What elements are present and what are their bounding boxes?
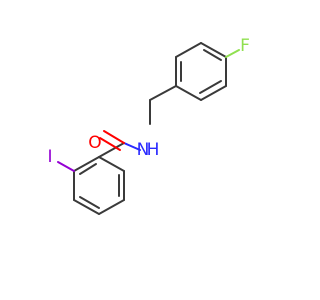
bond-ring-a-1 xyxy=(200,42,227,58)
bond-ring-a-double-3 xyxy=(203,49,222,61)
bond-ring-b-double-2 xyxy=(79,196,100,209)
bond-carbonyl-carbon-ring xyxy=(98,142,125,158)
atom-label-nitrogen: N xyxy=(137,140,150,160)
molecule-structure-diagram: F H N O I xyxy=(47,36,250,215)
bond-c-i xyxy=(57,161,75,172)
bond-c-f xyxy=(225,49,240,58)
bond-ring-ch2 xyxy=(149,85,177,101)
bond-network xyxy=(57,42,240,215)
bond-c-o-1 xyxy=(103,130,125,144)
bond-ring-a-double-1 xyxy=(199,80,222,94)
bond-ring-a-4 xyxy=(175,85,202,101)
atom-labels: F H N O I xyxy=(47,36,249,167)
bond-ring-a-6 xyxy=(175,42,202,58)
bond-ring-b-3 xyxy=(73,199,100,215)
bond-ring-b-6 xyxy=(98,156,125,172)
bond-n-c xyxy=(123,142,141,151)
bond-ring-a-3 xyxy=(200,85,227,101)
bond-c-o-2 xyxy=(99,137,121,151)
atom-label-nitrogen-hydrogen: H xyxy=(147,140,160,160)
bond-ring-b-4 xyxy=(98,199,125,215)
atom-label-iodine: I xyxy=(47,147,52,167)
atom-label-oxygen: O xyxy=(88,133,101,153)
atom-label-fluorine: F xyxy=(240,36,250,56)
bond-ring-b-double-1 xyxy=(79,163,97,175)
bond-ring-b-1 xyxy=(73,156,100,172)
